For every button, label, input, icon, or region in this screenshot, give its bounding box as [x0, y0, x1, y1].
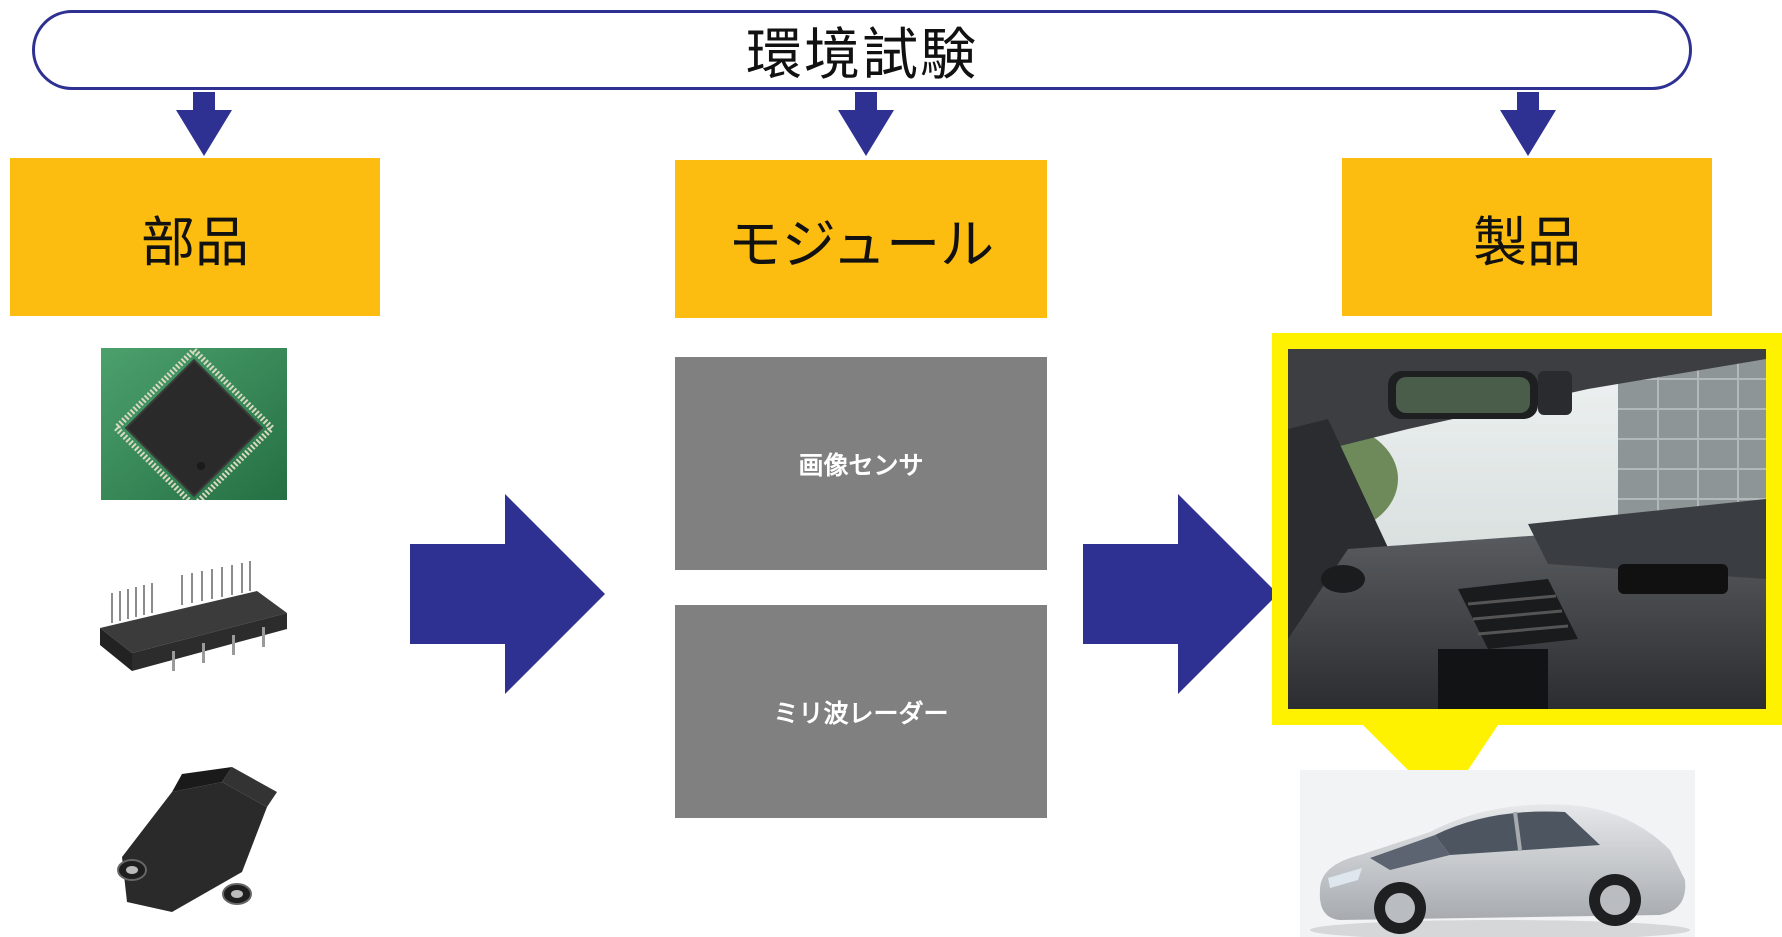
car-interior-photo [1272, 333, 1782, 725]
down-arrow-icon [1500, 92, 1556, 156]
banner-label: 環境試験 [746, 22, 978, 88]
category-product: 製品 [1342, 158, 1712, 316]
module-image-sensor: 画像センサ [675, 357, 1047, 570]
right-arrow-icon [1083, 494, 1278, 694]
sensor-part-image [102, 762, 284, 937]
environmental-test-banner: 環境試験 [32, 10, 1692, 90]
car-photo [1300, 770, 1695, 937]
category-parts: 部品 [10, 158, 380, 316]
ic-chip-image [101, 348, 287, 500]
power-module-image [92, 553, 292, 699]
down-arrow-icon [838, 92, 894, 156]
category-module-label: モジュール [727, 212, 995, 276]
module-mmwave-radar-label: ミリ波レーダー [773, 698, 949, 728]
category-parts-label: 部品 [141, 210, 249, 274]
down-arrow-icon [176, 92, 232, 156]
module-mmwave-radar: ミリ波レーダー [675, 605, 1047, 818]
category-module: モジュール [675, 160, 1047, 318]
callout-pointer [1360, 722, 1500, 806]
right-arrow-icon [410, 494, 605, 694]
category-product-label: 製品 [1473, 210, 1581, 274]
module-image-sensor-label: 画像センサ [798, 450, 924, 480]
